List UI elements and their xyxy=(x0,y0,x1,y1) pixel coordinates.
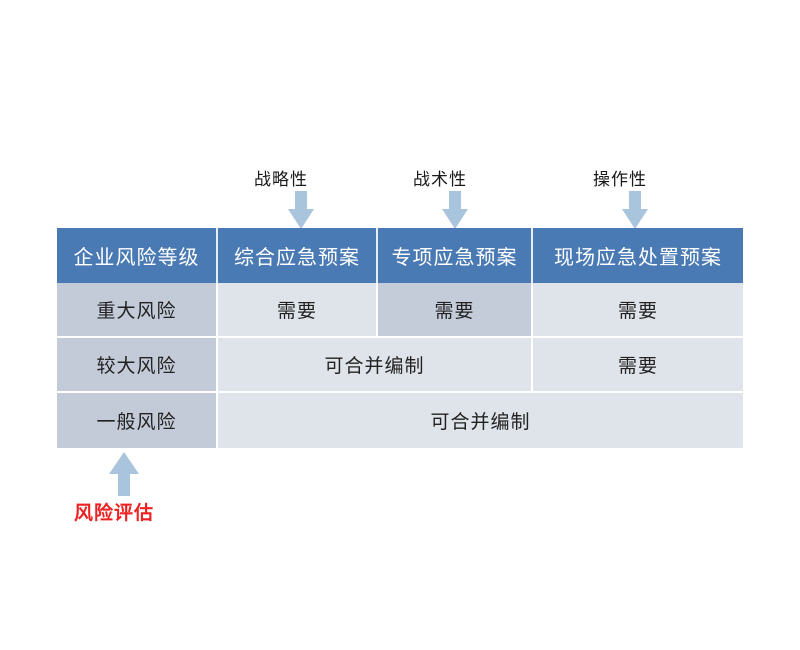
callout-label-strategic: 战略性 xyxy=(254,170,308,189)
arrow-head xyxy=(288,209,314,229)
note-risk-assessment: 风险评估 xyxy=(74,503,155,524)
cell-general-merged-plan: 可合并编制 xyxy=(218,393,743,448)
column-header-onsite-plan: 现场应急处置预案 xyxy=(533,228,743,283)
table-body: 重大风险 需要 需要 需要 较大风险 可合并编制 需要 一般风险 可合并编制 xyxy=(57,283,743,448)
risk-plan-matrix: 企业风险等级 综合应急预案 专项应急预案 现场应急处置预案 重大风险 需要 需要… xyxy=(57,228,743,448)
cell-major-comprehensive: 需要 xyxy=(218,283,378,338)
arrow-shaft xyxy=(295,191,307,210)
table-row: 一般风险 可合并编制 xyxy=(57,393,743,448)
arrow-head xyxy=(622,209,648,229)
table-header-row: 企业风险等级 综合应急预案 专项应急预案 现场应急处置预案 xyxy=(57,228,743,283)
arrow-shaft xyxy=(629,191,641,210)
table-row: 重大风险 需要 需要 需要 xyxy=(57,283,743,338)
column-header-comprehensive-plan: 综合应急预案 xyxy=(218,228,378,283)
arrow-down-icon-strategic xyxy=(288,191,314,229)
cell-major-onsite: 需要 xyxy=(533,283,743,338)
table-header: 企业风险等级 综合应急预案 专项应急预案 现场应急处置预案 xyxy=(57,228,743,283)
column-header-risk-level: 企业风险等级 xyxy=(57,228,218,283)
risk-level-high: 较大风险 xyxy=(57,338,218,393)
risk-level-major: 重大风险 xyxy=(57,283,218,338)
arrow-head xyxy=(442,209,468,229)
arrow-shaft xyxy=(118,473,130,496)
cell-high-merged-plan: 可合并编制 xyxy=(218,338,533,393)
callout-label-tactical: 战术性 xyxy=(413,170,467,189)
arrow-down-icon-tactical xyxy=(442,191,468,229)
callout-label-operational: 操作性 xyxy=(593,170,647,189)
cell-high-onsite: 需要 xyxy=(533,338,743,393)
arrow-shaft xyxy=(449,191,461,210)
arrow-up-icon-risk-assessment xyxy=(109,452,139,496)
cell-major-special: 需要 xyxy=(378,283,533,338)
table-row: 较大风险 可合并编制 需要 xyxy=(57,338,743,393)
risk-level-general: 一般风险 xyxy=(57,393,218,448)
arrow-head xyxy=(109,452,139,474)
column-header-special-plan: 专项应急预案 xyxy=(378,228,533,283)
arrow-down-icon-operational xyxy=(622,191,648,229)
